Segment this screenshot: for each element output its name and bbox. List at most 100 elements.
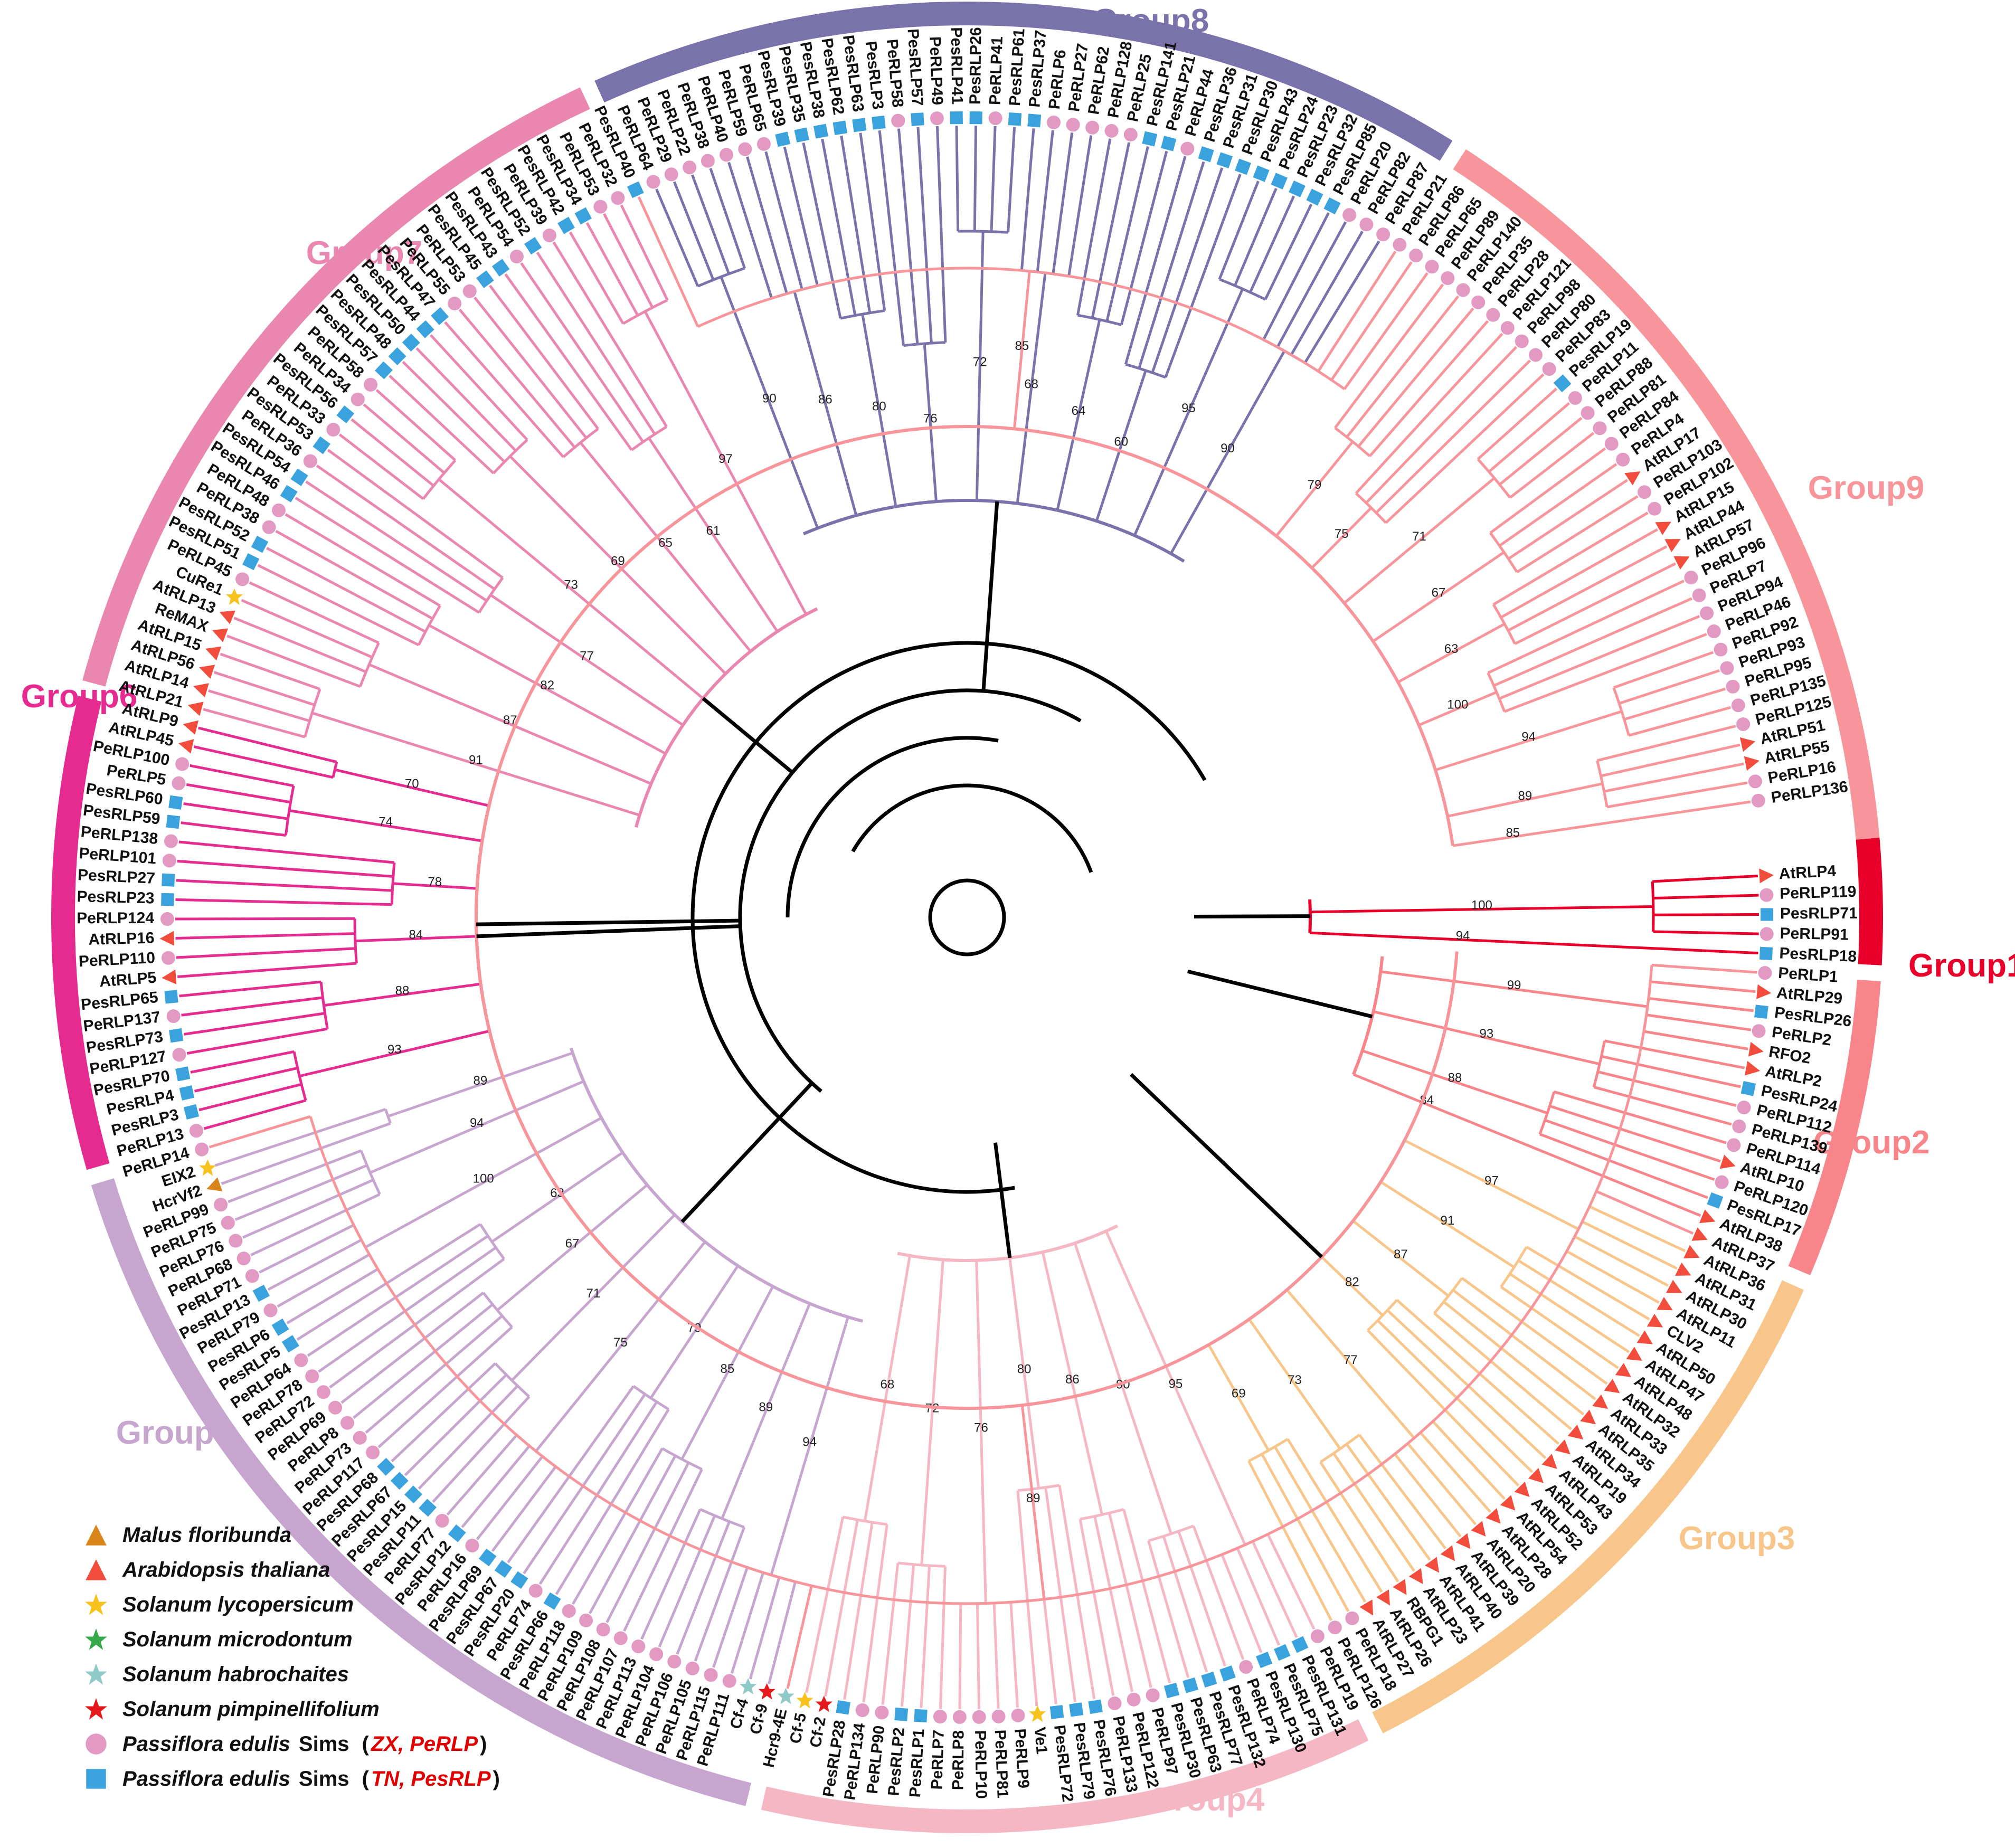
branch — [1646, 1013, 1752, 1031]
branch — [1365, 346, 1518, 504]
bootstrap-value: 90 — [762, 391, 777, 405]
leaf-marker-square — [404, 1485, 423, 1504]
leaf-marker-circle — [685, 1661, 699, 1675]
leaf-marker-square — [794, 127, 809, 143]
branch — [1394, 1453, 1462, 1538]
branch — [375, 388, 457, 461]
bootstrap-value: 69 — [1232, 1387, 1246, 1401]
bootstrap-value: 67 — [1432, 586, 1446, 600]
leaf-marker-circle — [1515, 334, 1529, 348]
leaf-marker-square — [336, 405, 355, 423]
branch — [1380, 970, 1648, 1008]
leaf-marker-circle — [316, 1385, 330, 1399]
leaf-marker-circle — [646, 175, 660, 189]
bootstrap-value: 88 — [1448, 1071, 1462, 1085]
leaf-marker-circle — [988, 111, 1002, 125]
branch — [1488, 402, 1571, 473]
leaf-label: PesRLP41 — [948, 27, 966, 105]
bootstrap-value: 67 — [565, 1236, 580, 1250]
legend-item: Arabidopsis thaliana — [84, 1552, 500, 1587]
branch — [1492, 603, 1516, 645]
branch — [504, 273, 633, 451]
bootstrap-value: 95 — [1169, 1377, 1183, 1391]
branch — [1317, 250, 1397, 372]
branch — [1643, 1030, 1748, 1050]
branch — [305, 480, 488, 602]
branch — [1041, 1252, 1103, 1515]
branch — [793, 291, 858, 516]
legend-species: Solanum habrochaites — [122, 1662, 349, 1686]
branch — [311, 712, 640, 817]
leaf-label: AtRLP29 — [1776, 984, 1843, 1008]
branch — [1164, 174, 1242, 378]
branch — [1151, 167, 1224, 373]
branch — [242, 1178, 374, 1239]
leaf-marker-star — [199, 1159, 216, 1176]
branch — [1221, 1554, 1263, 1653]
branch — [1261, 1453, 1350, 1612]
branch — [709, 168, 746, 269]
branch — [1397, 622, 1506, 684]
backbone-branch — [690, 641, 1207, 1194]
branch — [259, 1224, 355, 1274]
leaf-marker-triangle — [206, 1177, 223, 1191]
leaf-marker-triangle — [178, 739, 194, 754]
legend-species: Passiflora edulis — [122, 1767, 290, 1790]
branch — [266, 547, 427, 633]
branch — [429, 334, 528, 441]
leaf-label: PeRLP90 — [864, 1724, 888, 1795]
branch — [1404, 1139, 1579, 1230]
branch — [1487, 580, 1685, 675]
branch — [1052, 132, 1074, 274]
branch — [1509, 432, 1595, 499]
backbone-branch — [1187, 969, 1373, 1019]
branch — [392, 882, 477, 890]
branch — [1596, 760, 1609, 808]
leaf-marker-square — [183, 1104, 200, 1120]
branch — [1526, 1246, 1650, 1321]
leaf-marker-square — [476, 270, 494, 288]
bootstrap-value: 91 — [1440, 1214, 1454, 1228]
leaf-marker-square — [1323, 197, 1341, 215]
branch — [1016, 272, 1047, 504]
leaf-marker-square — [478, 1548, 497, 1567]
branch — [1606, 781, 1748, 809]
leaf-marker-square — [557, 216, 575, 234]
branch — [370, 1080, 584, 1174]
branch — [444, 321, 565, 458]
branch — [1346, 295, 1460, 438]
branch — [228, 1149, 362, 1203]
branch — [355, 935, 477, 943]
leaf-marker-star — [815, 1695, 833, 1712]
leaf-marker-square — [168, 1028, 184, 1043]
leaf-marker-circle — [579, 1613, 593, 1627]
branch — [1264, 203, 1313, 300]
leaf-marker-circle — [1752, 1024, 1766, 1038]
bootstrap-value: 100 — [473, 1171, 494, 1186]
leaf-marker-triangle — [1691, 1227, 1708, 1241]
branch — [523, 1393, 646, 1575]
branch — [221, 1122, 391, 1185]
branch — [1330, 261, 1413, 381]
leaf-marker-circle — [1127, 1692, 1141, 1707]
branch — [897, 128, 919, 345]
leaf-marker-circle — [364, 377, 378, 392]
leaf-marker-square — [252, 1284, 270, 1302]
legend-note: ZX, PeRLP — [371, 1732, 478, 1756]
branch — [840, 135, 872, 314]
leaf-label: PeRLP119 — [1780, 883, 1857, 903]
backbone-branch — [476, 924, 741, 939]
branch — [691, 174, 731, 274]
legend-species: Malus floribunda — [122, 1523, 291, 1547]
branch — [1266, 1533, 1316, 1630]
branch — [975, 231, 985, 501]
leaf-marker-triangle — [1683, 1245, 1700, 1259]
leaf-label: PeRLP6 — [1046, 49, 1070, 110]
leaf-marker-square — [1754, 1004, 1768, 1019]
leaf-marker-circle — [172, 776, 186, 790]
bootstrap-value: 95 — [1181, 401, 1196, 415]
bootstrap-value: 89 — [474, 1074, 488, 1088]
branch — [1020, 128, 1035, 271]
backbone-branch — [1194, 914, 1311, 918]
branch — [309, 965, 1653, 1605]
